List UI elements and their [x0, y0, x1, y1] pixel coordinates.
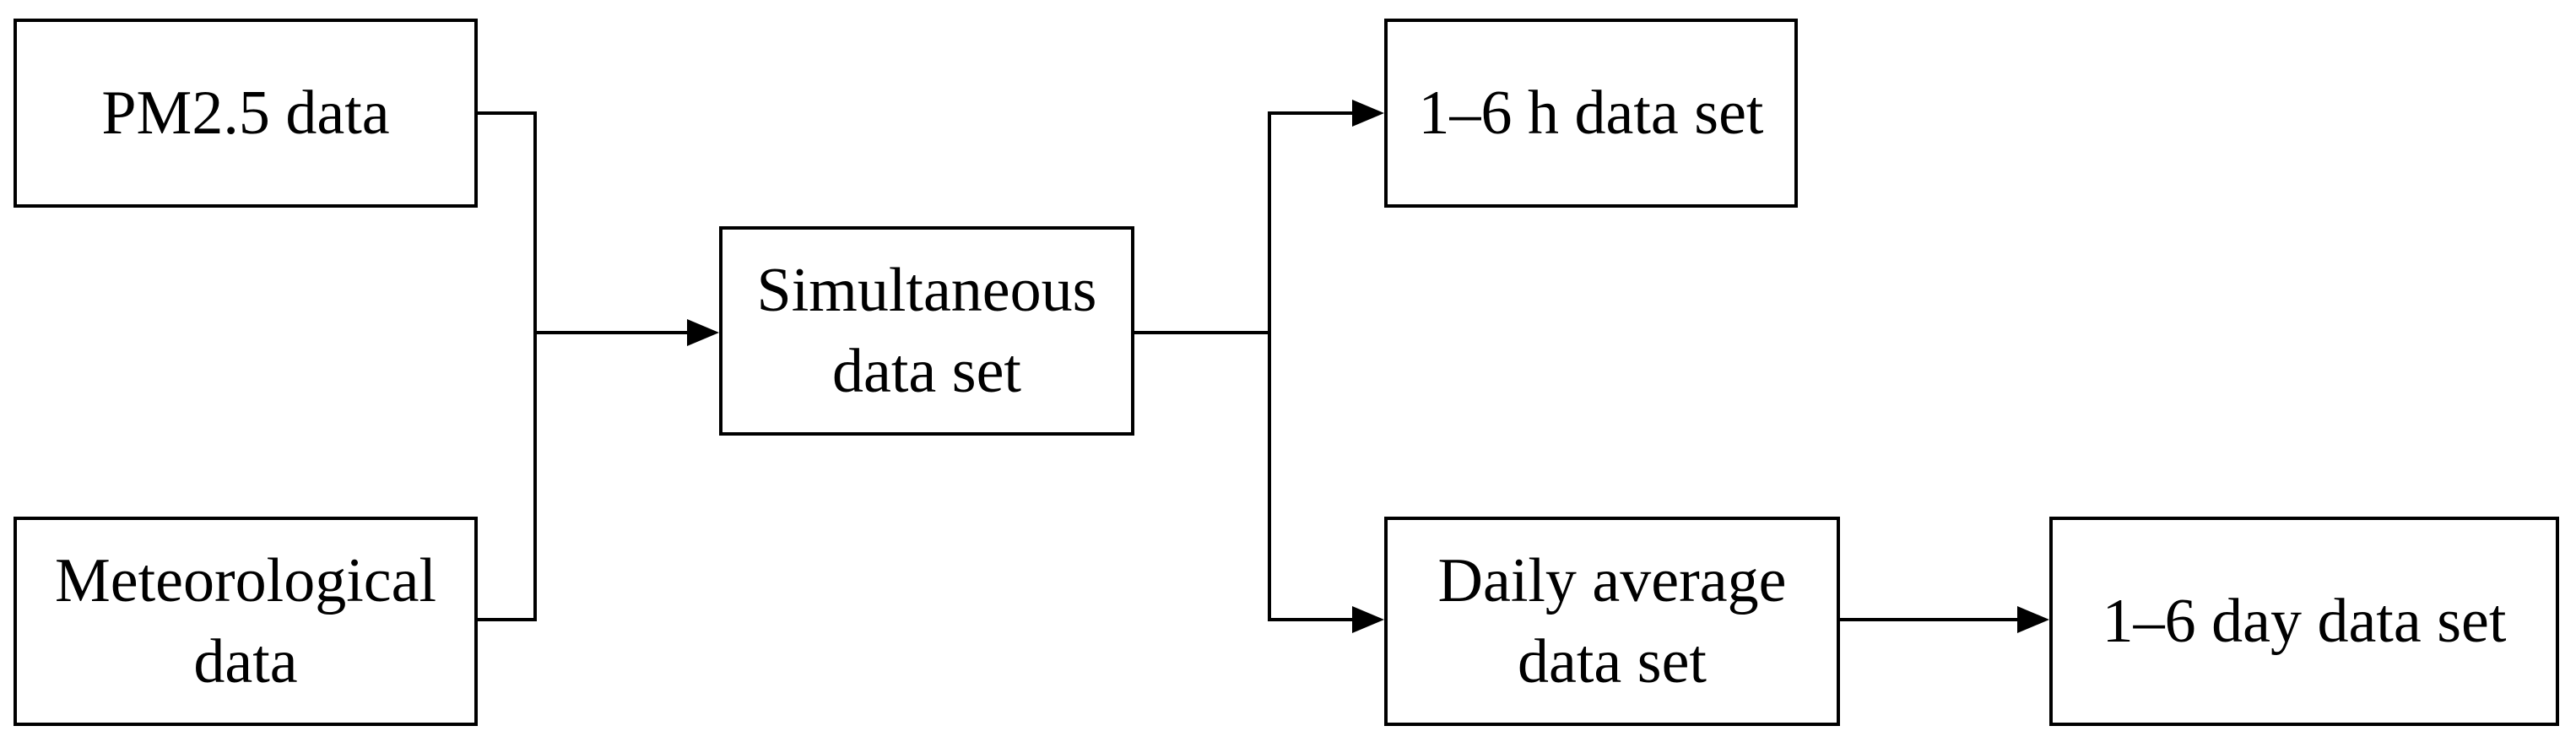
node-hourly-data-set: 1–6 h data set: [1384, 19, 1798, 208]
node-pm25-label: PM2.5 data: [101, 79, 390, 148]
node-meteorological-label: Meteorological data: [54, 546, 437, 696]
arrowhead-daily-average: [1352, 606, 1384, 633]
node-simultaneous-data-set: Simultaneous data set: [719, 226, 1134, 436]
node-hourly-label: 1–6 h data set: [1418, 79, 1764, 148]
node-simultaneous-label: Simultaneous data set: [756, 256, 1097, 406]
connector-pm25-to-merge: [478, 111, 537, 333]
arrowhead-simultaneous: [687, 319, 719, 346]
node-pm25-data: PM2.5 data: [14, 19, 478, 208]
node-daily-average-data-set: Daily average data set: [1384, 517, 1840, 726]
node-meteorological-data: Meteorological data: [14, 517, 478, 726]
arrowhead-daily-set: [2017, 606, 2049, 633]
node-daily-data-set: 1–6 day data set: [2049, 517, 2559, 726]
node-daily-average-label: Daily average data set: [1437, 546, 1787, 696]
node-daily-set-label: 1–6 day data set: [2102, 587, 2507, 656]
connector-meteorological-to-merge: [478, 333, 537, 621]
arrowhead-hourly: [1352, 100, 1384, 127]
